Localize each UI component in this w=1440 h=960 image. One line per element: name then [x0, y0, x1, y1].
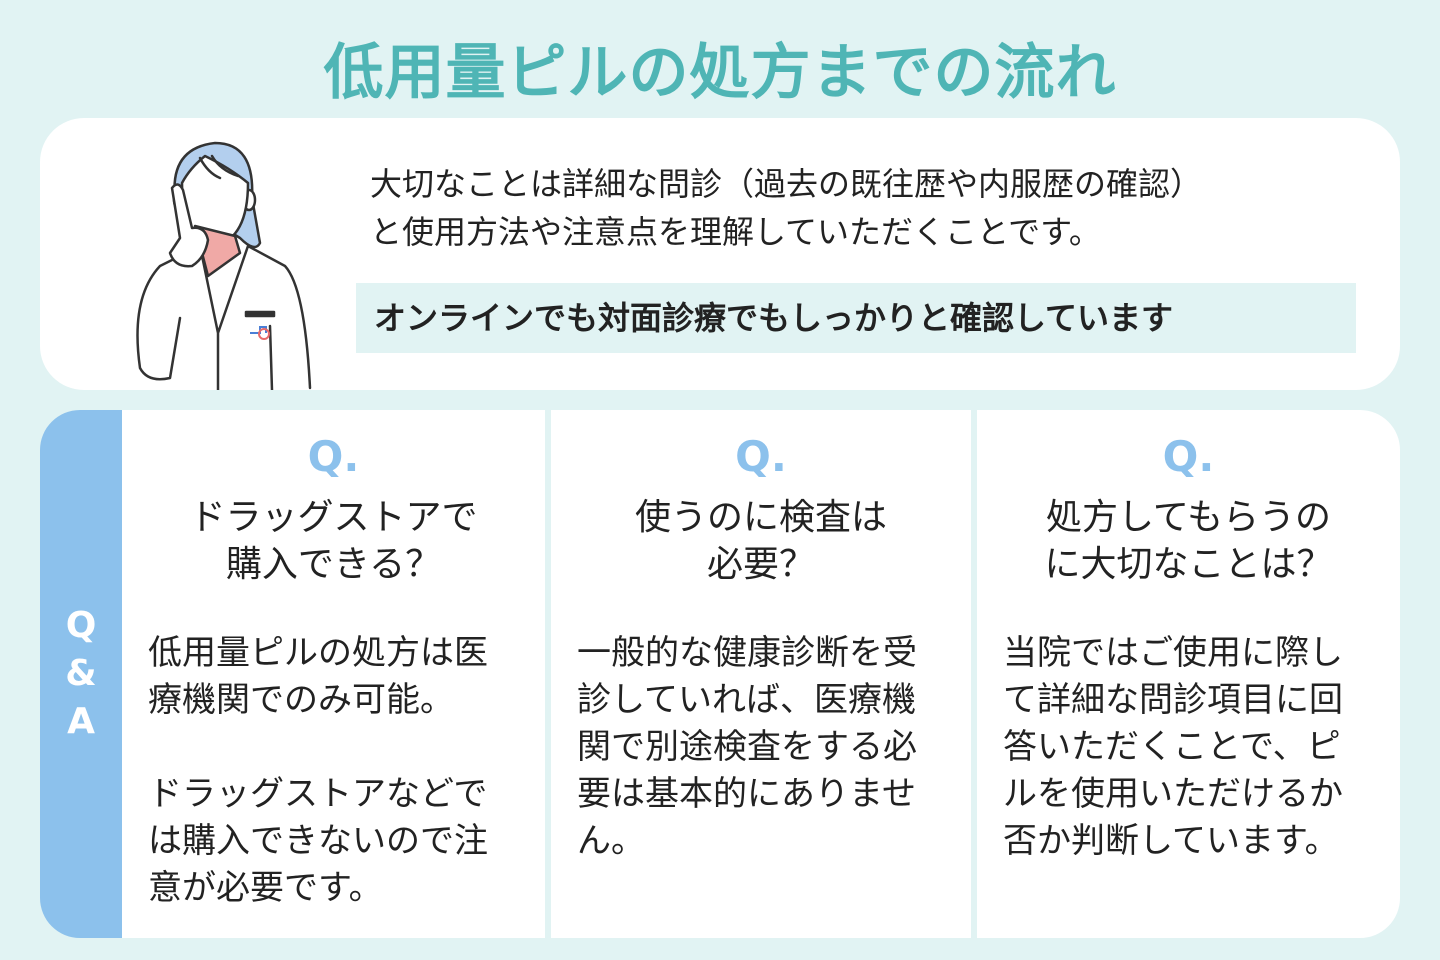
qa-column-test: Q. 使うのに検査は 必要？ 一般的な健康診断を受 診していれば、医療機 関で別… [551, 410, 971, 938]
intro-line-2: と使用方法や注意点を理解していただくことです。 [370, 213, 1101, 251]
qa-card: Q & A Q. ドラッグストアで 購入できる？ 低用量ピルの処方は医 療機関で… [40, 410, 1400, 938]
doctor-illustration [136, 141, 312, 390]
qa-label-amp: & [65, 653, 97, 694]
q-mark: Q. [1162, 432, 1215, 481]
intro-card: 大切なことは詳細な問診（過去の既往歴や内服歴の確認） と使用方法や注意点を理解し… [40, 118, 1400, 390]
question: 処方してもらうの に大切なことは？ [1044, 497, 1333, 585]
qa-column-drugstore: Q. ドラッグストアで 購入できる？ 低用量ピルの処方は医 療機関でのみ可能。 … [122, 410, 545, 938]
answer: 低用量ピルの処方は医 療機関でのみ可能。 ドラッグストアなどで は購入できないの… [148, 633, 488, 908]
question: ドラッグストアで 購入できる？ [189, 497, 478, 585]
qa-label-q: Q [65, 605, 97, 646]
qa-column-important: Q. 処方してもらうの に大切なことは？ 当院ではご使用に際し て詳細な問診項目… [977, 410, 1400, 938]
answer: 当院ではご使用に際し て詳細な問診項目に回 答いただくことで、ピ ルを使用いただ… [1003, 633, 1343, 861]
question: 使うのに検査は 必要？ [634, 497, 887, 585]
page-title: 低用量ピルの処方までの流れ [323, 38, 1117, 108]
answer: 一般的な健康診断を受 診していれば、医療機 関で別途検査をする必 要は基本的にあ… [577, 633, 917, 861]
highlight-box: オンラインでも対面診療でもしっかりと確認しています [356, 283, 1356, 353]
intro-line-1: 大切なことは詳細な問診（過去の既往歴や内服歴の確認） [370, 165, 1203, 203]
qa-label-a: A [67, 701, 95, 742]
q-mark: Q. [735, 432, 787, 481]
qa-label: Q & A [40, 410, 122, 938]
q-mark: Q. [307, 432, 360, 481]
